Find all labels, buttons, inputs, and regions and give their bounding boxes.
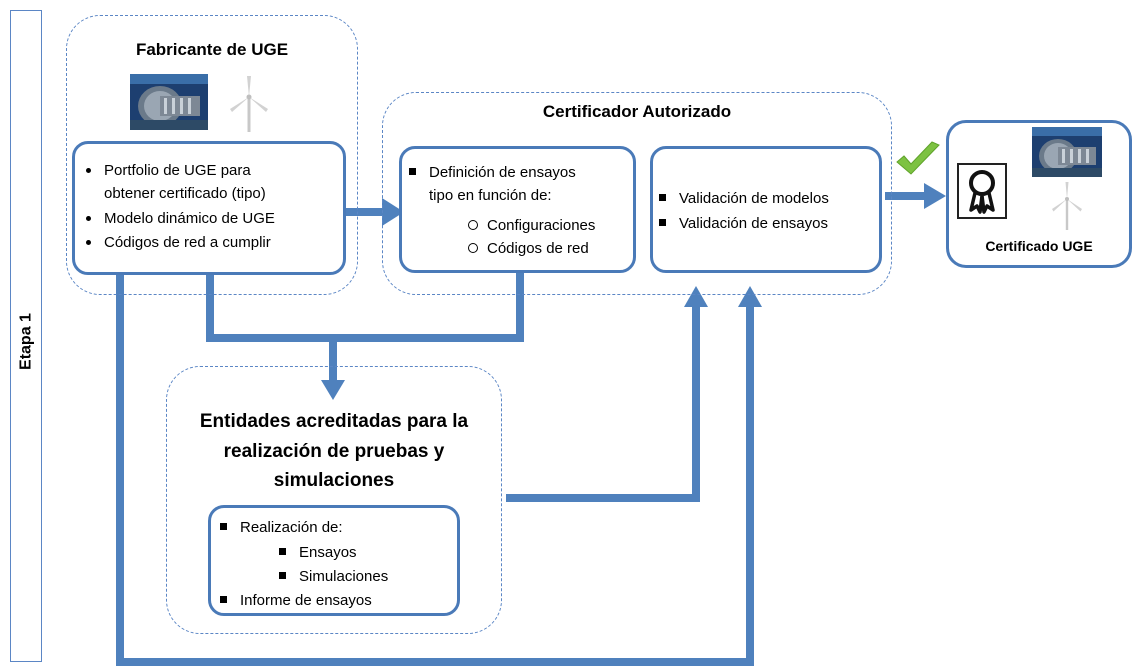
realizacion-label: Realización de: <box>220 516 343 539</box>
certificador-title: Certificador Autorizado <box>542 102 732 121</box>
definicion-sub-item: Configuraciones <box>467 214 595 237</box>
definicion-line2: tipo en función de: <box>429 187 552 204</box>
connector-to-entidades <box>206 272 524 342</box>
certificado-label: Certificado UGE <box>985 238 1093 254</box>
definicion-box <box>399 146 636 273</box>
validacion-item: Validación de modelos <box>659 187 829 210</box>
arrow-entidades-to-validacion <box>506 305 700 502</box>
turbine-machine-image <box>1032 127 1102 177</box>
definicion-sub-item: Códigos de red <box>468 237 589 260</box>
informe-label: Informe de ensayos <box>220 589 372 612</box>
validacion-box <box>650 146 882 273</box>
award-ribbon-icon <box>957 163 1007 219</box>
validacion-item: Validación de ensayos <box>659 212 828 235</box>
realizacion-box <box>208 505 460 616</box>
fabricante-item: Códigos de red a cumplir <box>86 231 271 254</box>
realizacion-sub-item: Simulaciones <box>278 565 388 588</box>
entidades-title-line: simulaciones <box>273 470 395 491</box>
stage-column <box>10 10 42 662</box>
check-icon <box>894 140 942 180</box>
fabricante-item: Modelo dinámico de UGE <box>86 207 275 230</box>
entidades-title-line: Entidades acreditadas para la <box>199 411 469 432</box>
fabricante-group <box>66 15 358 295</box>
certificador-group <box>382 92 892 295</box>
definicion-line1: Definición de ensayos <box>409 161 576 184</box>
wind-turbine-icon <box>1047 180 1087 230</box>
arrow-fabricante-to-validacion <box>116 274 754 666</box>
fabricante-item: Portfolio de UGE para <box>86 159 251 182</box>
stage-label: Etapa 1 <box>17 313 35 370</box>
entidades-group <box>166 366 502 634</box>
entidades-title-line: realización de pruebas y <box>223 441 445 462</box>
wind-turbine-icon <box>222 74 276 132</box>
fabricante-item: obtener certificado (tipo) <box>104 185 266 202</box>
realizacion-sub-item: Ensayos <box>279 541 357 564</box>
fabricante-box <box>72 141 346 275</box>
fabricante-title: Fabricante de UGE <box>135 40 289 59</box>
turbine-machine-image <box>130 74 208 130</box>
